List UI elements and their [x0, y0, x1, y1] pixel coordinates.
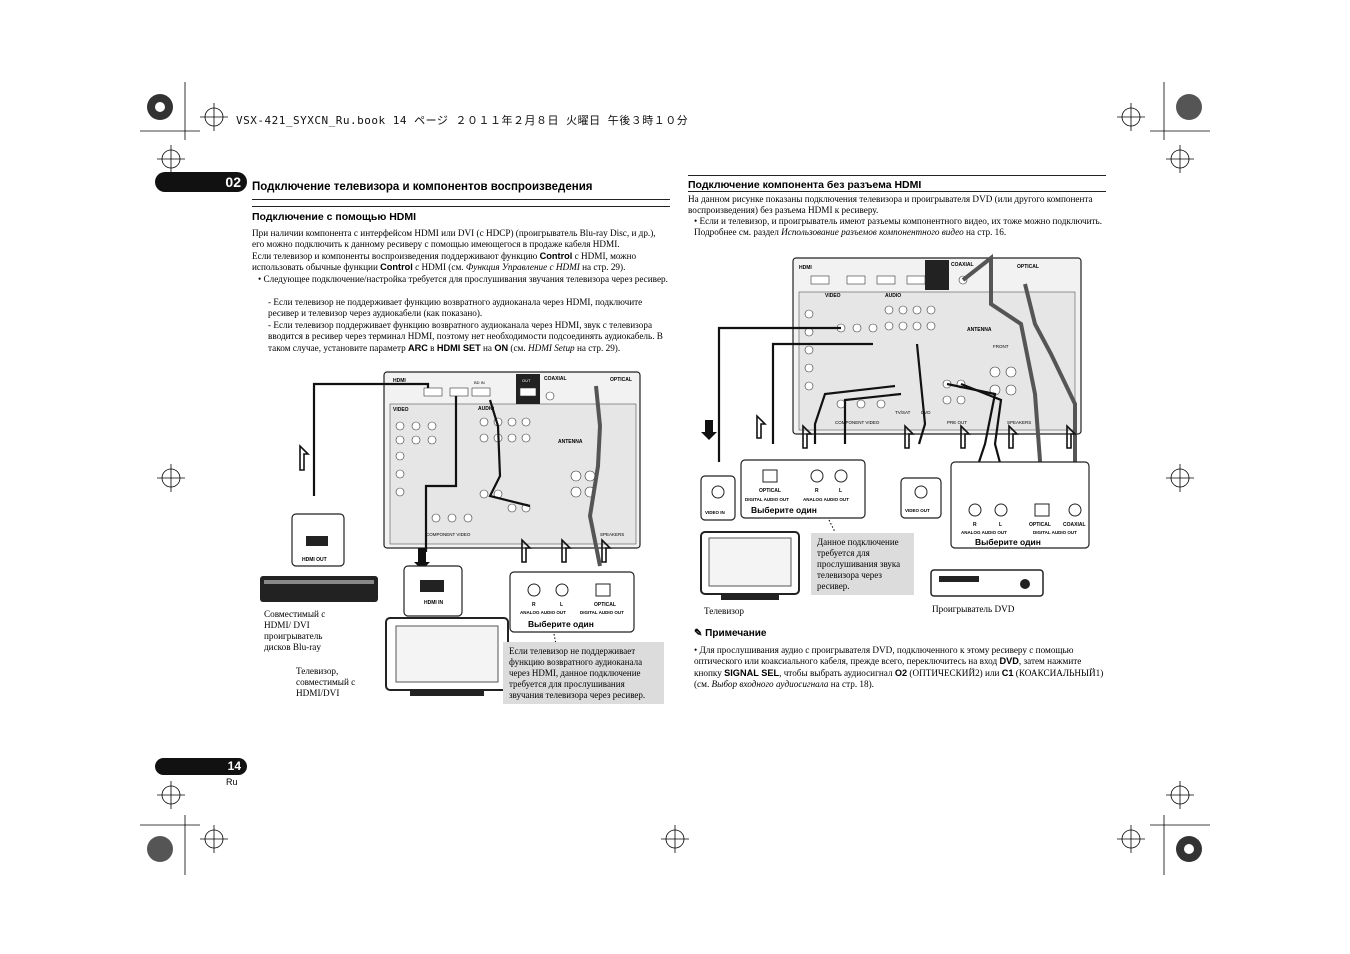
digital-audio-out-label: DIGITAL AUDIO OUT	[580, 610, 624, 615]
page-number: 14	[227, 759, 241, 773]
receiver-antenna-label: ANTENNA	[558, 439, 583, 445]
chapter-tab: 02	[155, 172, 247, 192]
language-code: Ru	[226, 777, 238, 787]
subsection-title-no-hdmi: Подключение компонента без разъема HDMI	[688, 179, 922, 191]
receiver-audio-label: AUDIO	[885, 293, 901, 299]
print-header: VSX-421_SYXCN_Ru.book 14 ページ ２０１１年２月８日 火…	[236, 114, 689, 127]
pencil-icon: ✎	[694, 628, 703, 639]
receiver-component-video-label: COMPONENT VIDEO	[426, 532, 471, 537]
optical-label: OPTICAL	[759, 488, 781, 494]
receiver-bd-in-label: BD IN	[474, 380, 485, 385]
section-rule	[252, 206, 670, 207]
receiver-front-label: FRONT	[993, 344, 1009, 349]
l-label: L	[999, 522, 1002, 528]
receiver-pre-out-label: PRE OUT	[947, 420, 967, 425]
video-out-label: VIDEO OUT	[905, 508, 930, 513]
receiver-speakers-label: SPEAKERS	[600, 532, 624, 537]
paragraph: При наличии компонента с интерфейсом HDM…	[252, 228, 656, 273]
bluray-caption: Совместимый с HDMI/ DVI проигрыватель ди…	[264, 609, 326, 652]
hdmi-out-label: HDMI OUT	[302, 557, 327, 563]
analog-audio-out-label: ANALOG AUDIO OUT	[961, 530, 1007, 535]
section-rule	[688, 191, 1106, 192]
r-label: R	[815, 488, 819, 494]
dash-item: - Если телевизор поддерживает функцию во…	[268, 320, 663, 353]
digital-audio-out-label: DIGITAL AUDIO OUT	[745, 497, 789, 502]
choose-one-label: Выберите один	[528, 619, 594, 629]
tv-caption: Телевизор, совместимый с HDMI/DVI	[296, 666, 356, 698]
down-arrow-icon	[414, 548, 430, 570]
note-heading: ✎ Примечание	[694, 628, 767, 639]
receiver-speakers-label: SPEAKERS	[1007, 420, 1031, 425]
chapter-number: 02	[225, 174, 241, 190]
tv-caption: Телевизор	[704, 606, 745, 616]
dvd-caption: Проигрыватель DVD	[932, 604, 1015, 614]
hdmi-in-label: HDMI IN	[424, 600, 444, 606]
choose-one-label: Выберите один	[751, 505, 817, 515]
registration-target-icon	[157, 103, 1194, 853]
digital-audio-out-label: DIGITAL AUDIO OUT	[1033, 530, 1077, 535]
optical-label: OPTICAL	[1029, 522, 1051, 528]
section-rule	[688, 175, 1106, 176]
bullet-item: • Следующее подключение/настройка требуе…	[258, 274, 668, 284]
receiver-component-video-label: COMPONENT VIDEO	[835, 420, 880, 425]
receiver-coaxial-label: COAXIAL	[951, 262, 974, 268]
hdmi-connection-diagram: HDMI OUT COAXIAL OPTICAL VIDEO AUDIO ANT…	[260, 371, 641, 696]
receiver-audio-label: AUDIO	[478, 406, 494, 412]
bluray-player-icon	[260, 576, 378, 602]
receiver-video-label: VIDEO	[393, 407, 409, 413]
starburst-icon	[147, 94, 1202, 862]
receiver-out-label: OUT	[522, 378, 531, 383]
paragraph: На данном рисунке показаны подключения т…	[688, 194, 1093, 216]
l-label: L	[839, 488, 842, 494]
analog-audio-out-label: ANALOG AUDIO OUT	[520, 610, 566, 615]
optical-label: OPTICAL	[594, 602, 616, 608]
component-connection-diagram: HDMI COAXIAL OPTICAL VIDEO AUDIO ANTENNA…	[700, 253, 1090, 600]
receiver-hdmi-label: HDMI	[799, 265, 812, 271]
section-title: Подключение телевизора и компонентов вос…	[252, 181, 593, 193]
receiver-optical-label: OPTICAL	[610, 377, 632, 383]
note-paragraph: • Для прослушивания аудио с проигрывател…	[694, 645, 1104, 690]
subsection-title-hdmi: Подключение с помощью HDMI	[252, 211, 417, 223]
receiver-antenna-label: ANTENNA	[967, 327, 992, 333]
arc-note-box: Если телевизор не поддерживает функцию в…	[503, 642, 664, 704]
receiver-coaxial-label: COAXIAL	[544, 376, 567, 382]
r-label: R	[973, 522, 977, 528]
tv-audio-note-box: Данное подключение требуется для прослуш…	[811, 533, 914, 595]
receiver-tv-sat-label: TV/SAT	[895, 410, 911, 415]
section-rule	[252, 199, 670, 200]
video-in-label: VIDEO IN	[705, 510, 725, 515]
bullet-item: • Если и телевизор, и проигрыватель имею…	[694, 216, 1103, 238]
analog-audio-out-label: ANALOG AUDIO OUT	[803, 497, 849, 502]
down-arrow-icon	[701, 420, 717, 440]
r-label: R	[532, 602, 536, 608]
receiver-video-label: VIDEO	[825, 293, 841, 299]
receiver-optical-label: OPTICAL	[1017, 264, 1039, 270]
l-label: L	[560, 602, 563, 608]
receiver-hdmi-label: HDMI	[393, 378, 406, 384]
receiver-dvd-label: DVD	[921, 410, 931, 415]
choose-one-label: Выберите один	[975, 537, 1041, 547]
dash-item: - Если телевизор не поддерживает функцию…	[268, 297, 643, 319]
coaxial-label: COAXIAL	[1063, 522, 1086, 528]
page-number-tab: 14	[155, 758, 247, 775]
